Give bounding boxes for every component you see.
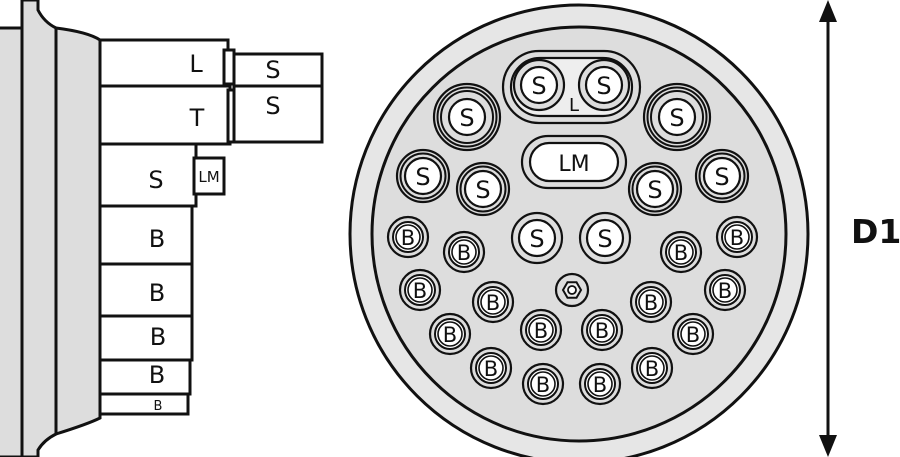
- s-contact-center-right: S: [578, 211, 632, 265]
- s-contact-label: S: [459, 104, 474, 132]
- b-contact-2: B: [442, 230, 486, 274]
- b-contact-16: B: [630, 346, 674, 390]
- tip-s-lower: [232, 84, 324, 144]
- center-screw: [554, 272, 590, 308]
- b-contact-10: B: [519, 308, 563, 352]
- s-contact-label: S: [596, 72, 611, 100]
- label-block-t: T: [189, 104, 205, 132]
- block-l: [98, 38, 230, 88]
- lm-label: LM: [558, 152, 589, 177]
- label-block-b5: B: [154, 399, 163, 414]
- b-contact-label: B: [730, 226, 744, 250]
- block-b3: [98, 314, 194, 362]
- label-block-l: L: [189, 50, 203, 78]
- b-contact-label: B: [401, 226, 415, 250]
- s-contact-upper-left: S: [432, 82, 502, 152]
- b-contact-12: B: [671, 312, 715, 356]
- b-contact-6: B: [471, 280, 515, 324]
- arrow-down-icon: [819, 435, 837, 457]
- b-contact-15: B: [578, 362, 622, 406]
- lm-housing-inner: [528, 141, 620, 183]
- b-contact-label: B: [686, 323, 700, 347]
- b-contact-label: B: [413, 279, 427, 303]
- b-contact-label: B: [534, 319, 548, 343]
- b-contact-label: B: [595, 319, 609, 343]
- b-contact-label: B: [645, 357, 659, 381]
- b-contact-label: B: [593, 373, 607, 397]
- b-contact-7: B: [629, 280, 673, 324]
- s-contact-top-right: S: [577, 58, 631, 112]
- tip-lm: [192, 156, 226, 196]
- s-contact-label: S: [669, 104, 684, 132]
- block-b1: [98, 204, 194, 266]
- dimension-label: D1: [851, 212, 900, 251]
- s-contact-label: S: [529, 225, 544, 253]
- label-tip-s-lower: S: [265, 92, 280, 120]
- rear-flange: [0, 26, 24, 457]
- connector-body: [54, 26, 102, 437]
- b-contact-label: B: [443, 323, 457, 347]
- block-b2: [98, 262, 194, 318]
- b-contact-label: B: [718, 279, 732, 303]
- b-contact-11: B: [580, 308, 624, 352]
- b-contact-8: B: [703, 268, 747, 312]
- b-contact-label: B: [457, 241, 471, 265]
- arrow-up-icon: [819, 0, 837, 22]
- s-contact-label: S: [475, 176, 490, 204]
- b-contact-label: B: [644, 291, 658, 315]
- b-contact-label: B: [484, 357, 498, 381]
- label-block-s: S: [148, 166, 163, 194]
- dimension-d1: D1: [819, 0, 900, 457]
- label-block-b2: B: [149, 279, 165, 307]
- s-contact-mid-right: S: [694, 148, 750, 204]
- label-block-b4: B: [149, 361, 165, 389]
- b-contact-9: B: [428, 312, 472, 356]
- s-contact-label: S: [714, 163, 729, 191]
- b-contact-3: B: [659, 230, 703, 274]
- l-pair-label: L: [569, 95, 579, 116]
- label-block-b3: B: [150, 323, 166, 351]
- s-contact-label: S: [531, 72, 546, 100]
- b-contact-4: B: [715, 215, 759, 259]
- b-contact-label: B: [536, 373, 550, 397]
- s-contact-label: S: [647, 176, 662, 204]
- s-contact-inner-left: S: [455, 161, 511, 217]
- s-contact-label: S: [597, 225, 612, 253]
- s-contact-top-left: S: [512, 58, 566, 112]
- b-contact-14: B: [521, 362, 565, 406]
- label-block-b1: B: [149, 225, 165, 253]
- block-b4: [98, 358, 192, 396]
- b-contact-1: B: [386, 215, 430, 259]
- s-contacts: S S S S S S S S S S: [395, 58, 750, 265]
- label-tip-s-upper: S: [265, 56, 280, 84]
- s-contact-center-left: S: [510, 211, 564, 265]
- flange-ring: [20, 0, 58, 457]
- b-contact-13: B: [469, 346, 513, 390]
- block-b5: [98, 392, 190, 416]
- side-view: L T S B B B B B S S LM: [0, 0, 324, 457]
- b-contact-label: B: [674, 241, 688, 265]
- s-contact-mid-left: S: [395, 148, 451, 204]
- s-contact-label: S: [415, 163, 430, 191]
- b-contact-label: B: [486, 291, 500, 315]
- block-t: [98, 84, 232, 146]
- s-contact-inner-right: S: [627, 161, 683, 217]
- b-contact-5: B: [398, 268, 442, 312]
- s-contact-upper-right: S: [642, 82, 712, 152]
- label-tip-lm: LM: [198, 168, 219, 186]
